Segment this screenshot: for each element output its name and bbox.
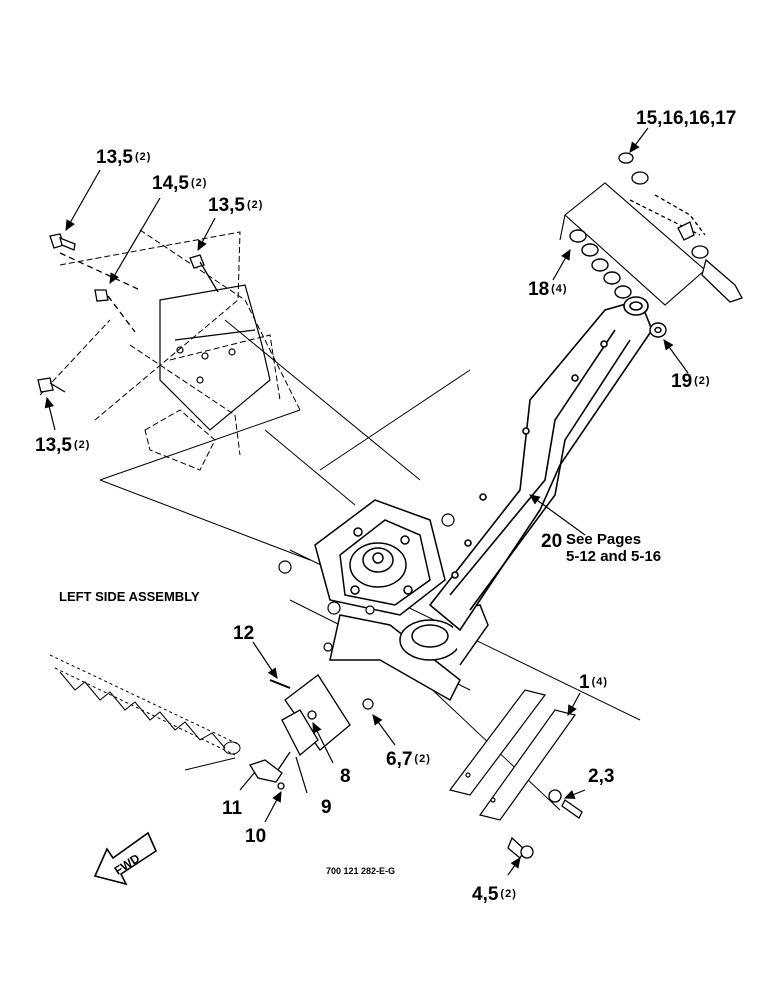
- callout-13-5-mid-qty: (2): [246, 199, 264, 211]
- callout-18-qty: (4): [551, 283, 568, 295]
- callout-4-5-label: 4,5: [472, 884, 499, 905]
- callout-20-label: 20: [541, 531, 563, 552]
- callout-1: 1(4): [579, 673, 608, 692]
- callout-13-5-low-qty: (2): [73, 439, 91, 451]
- callout-13-5-low-label: 13,5: [35, 435, 72, 456]
- leader-11: [239, 771, 256, 791]
- leader-6-7: [372, 714, 396, 746]
- lower-plates: [448, 689, 577, 821]
- callout-6-7-label: 6,7: [386, 749, 413, 770]
- knife-head-parts: [249, 674, 351, 790]
- callout-4-5-qty: (2): [500, 888, 517, 900]
- callout-8-label: 8: [340, 766, 351, 787]
- callout-6-7: 6,7(2): [386, 750, 431, 769]
- bolts-upper-left: [37, 233, 219, 393]
- callout-19-qty: (2): [694, 375, 711, 387]
- callout-14-5-label: 14,5: [152, 173, 189, 194]
- callout-2-3-label: 2,3: [588, 766, 615, 787]
- leader-13-5-top: [65, 169, 101, 232]
- callout-12-label: 12: [233, 623, 255, 644]
- callout-10: 10: [245, 827, 266, 846]
- leader-lines: [44, 127, 689, 876]
- callout-15-16-16-17-label: 15,16,16,17: [636, 108, 737, 129]
- cutterbar-knife: [49, 654, 241, 771]
- callout-19: 19(2): [671, 372, 711, 391]
- leader-14-5: [109, 197, 161, 285]
- drive-arm: [428, 296, 653, 632]
- leader-4-5: [507, 857, 521, 876]
- leader-20: [529, 494, 586, 536]
- leader-19: [663, 339, 689, 374]
- callout-12: 12: [233, 624, 254, 643]
- callout-6-7-qty: (2): [414, 753, 431, 765]
- leader-2-3: [563, 789, 586, 799]
- hardware-upper-right: [618, 152, 743, 303]
- gearbox-housing: [314, 499, 489, 702]
- bolts-lower: [507, 789, 583, 859]
- leader-12: [252, 641, 278, 679]
- leader-18: [552, 248, 571, 281]
- leader-15-17: [629, 127, 649, 153]
- callout-8: 8: [340, 767, 351, 786]
- callout-1-qty: (4): [591, 676, 609, 688]
- callout-11-label: 11: [222, 798, 243, 819]
- callout-13-5-top-label: 13,5: [96, 147, 133, 168]
- callout-13-5-low: 13,5(2): [35, 436, 90, 455]
- callout-1-label: 1: [579, 672, 590, 693]
- callout-2-3: 2,3: [588, 767, 614, 786]
- callout-13-5-mid: 13,5(2): [208, 196, 263, 215]
- callout-13-5-mid-label: 13,5: [208, 195, 245, 216]
- small-hardware-center: [278, 513, 455, 710]
- leader-9: [295, 756, 308, 794]
- leader-13-5-mid: [197, 217, 216, 252]
- leader-13-5-low: [44, 396, 56, 431]
- callout-14-5: 14,5(2): [152, 174, 207, 193]
- callout-20: 20: [541, 532, 562, 551]
- frame-dashed-upper: [39, 229, 301, 471]
- callout-20-note: See Pages 5-12 and 5-16: [566, 531, 661, 565]
- callout-18: 18(4): [528, 280, 568, 299]
- leader-10: [264, 790, 282, 823]
- leader-8: [312, 721, 334, 764]
- callout-9-label: 9: [321, 797, 332, 818]
- callout-18-label: 18: [528, 279, 550, 300]
- mount-plate-upper: [159, 284, 271, 431]
- washer-stack: [569, 229, 667, 338]
- leader-1: [567, 692, 581, 717]
- callout-20-note-line2: 5-12 and 5-16: [566, 548, 662, 565]
- callout-13-5-top-qty: (2): [134, 151, 152, 163]
- callout-15-16-16-17: 15,16,16,17: [636, 109, 736, 128]
- drawing-code: 700 121 282-E-G: [326, 866, 396, 876]
- callout-13-5-top: 13,5(2): [96, 148, 151, 167]
- callout-20-note-line1: See Pages: [566, 531, 642, 548]
- callout-9: 9: [321, 798, 332, 817]
- fwd-arrow: FWD: [93, 831, 158, 886]
- assembly-title: LEFT SIDE ASSEMBLY: [59, 589, 200, 604]
- callout-4-5: 4,5(2): [472, 885, 517, 904]
- callout-14-5-qty: (2): [190, 177, 208, 189]
- callout-11: 11: [222, 799, 242, 818]
- callout-19-label: 19: [671, 371, 693, 392]
- callout-10-label: 10: [245, 826, 267, 847]
